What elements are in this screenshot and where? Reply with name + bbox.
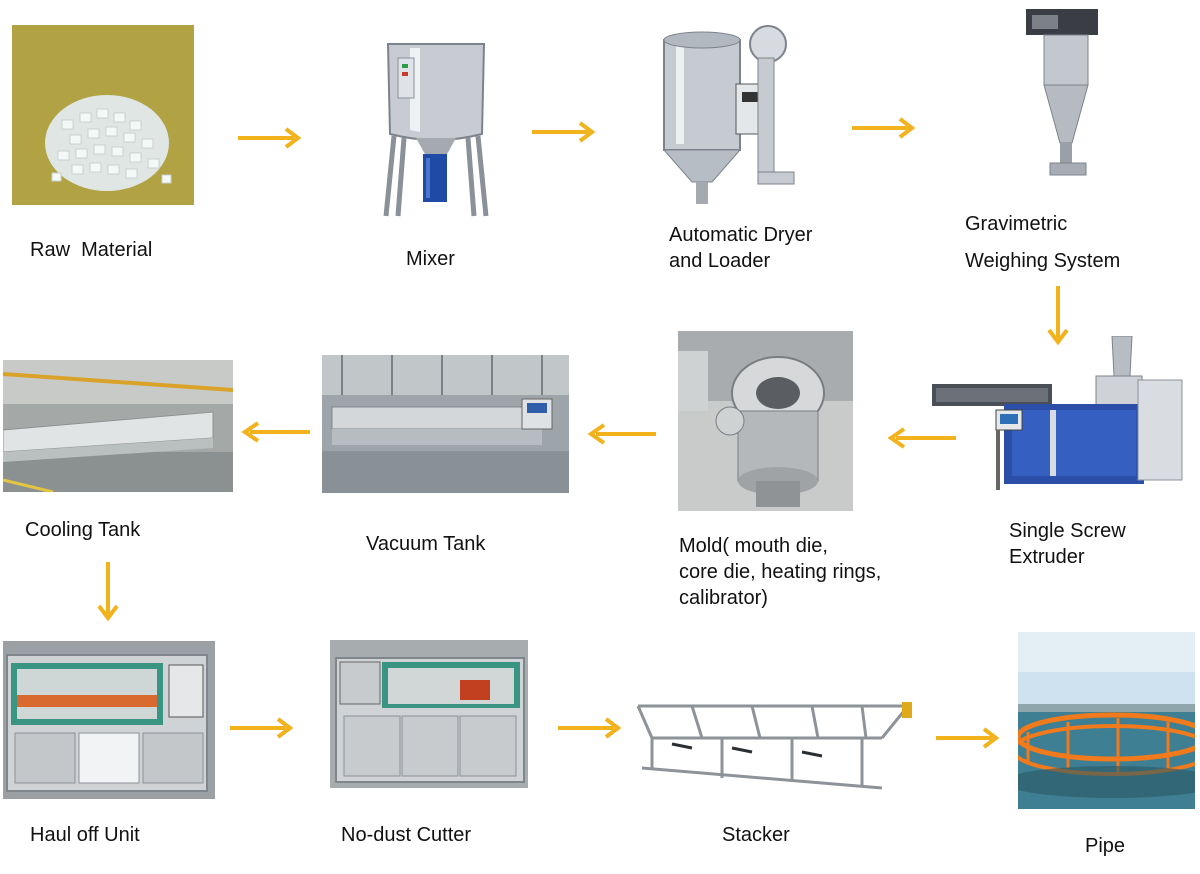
vacuum-tank-image — [322, 355, 569, 493]
cutter-label: No-dust Cutter — [341, 824, 472, 846]
arrow-right-icon — [558, 717, 622, 739]
arrow-left-icon — [887, 427, 956, 449]
hauloff-label: Haul off Unit — [30, 824, 140, 846]
pipe-label: Pipe — [1085, 835, 1126, 857]
vacuum-label: Vacuum Tank — [366, 533, 486, 555]
haul-off-image — [3, 641, 215, 799]
arrow-left-icon — [587, 423, 656, 445]
cooling-tank-image — [3, 360, 233, 492]
arrow-down-icon — [1047, 286, 1069, 346]
mixer-label: Mixer — [406, 248, 455, 270]
mold-image — [678, 331, 853, 511]
extruder-image — [926, 336, 1194, 496]
dryer-label: Automatic Dryer and Loader — [669, 224, 813, 272]
arrow-right-icon — [852, 117, 916, 139]
cutter-image — [330, 640, 528, 788]
mold-label: Mold( mouth die, core die, heating rings… — [679, 535, 882, 609]
arrow-right-icon — [230, 717, 294, 739]
gravimetric-label: Gravimetric Weighing System — [965, 213, 1121, 272]
pipe-image — [1018, 632, 1195, 809]
cooling-label: Cooling Tank — [25, 519, 141, 541]
arrow-right-icon — [238, 127, 302, 149]
raw-material-label: Raw Material — [30, 239, 153, 261]
stacker-image — [632, 694, 916, 794]
dryer-image — [658, 22, 798, 208]
raw-material-image — [12, 25, 194, 205]
extruder-label: Single Screw Extruder — [1009, 520, 1126, 568]
arrow-right-icon — [532, 121, 596, 143]
arrow-down-icon — [97, 562, 119, 622]
stacker-label: Stacker — [722, 824, 790, 846]
arrow-right-icon — [936, 727, 1000, 749]
gravimetric-image — [1022, 5, 1102, 183]
mixer-image — [380, 38, 492, 224]
arrow-left-icon — [241, 421, 310, 443]
